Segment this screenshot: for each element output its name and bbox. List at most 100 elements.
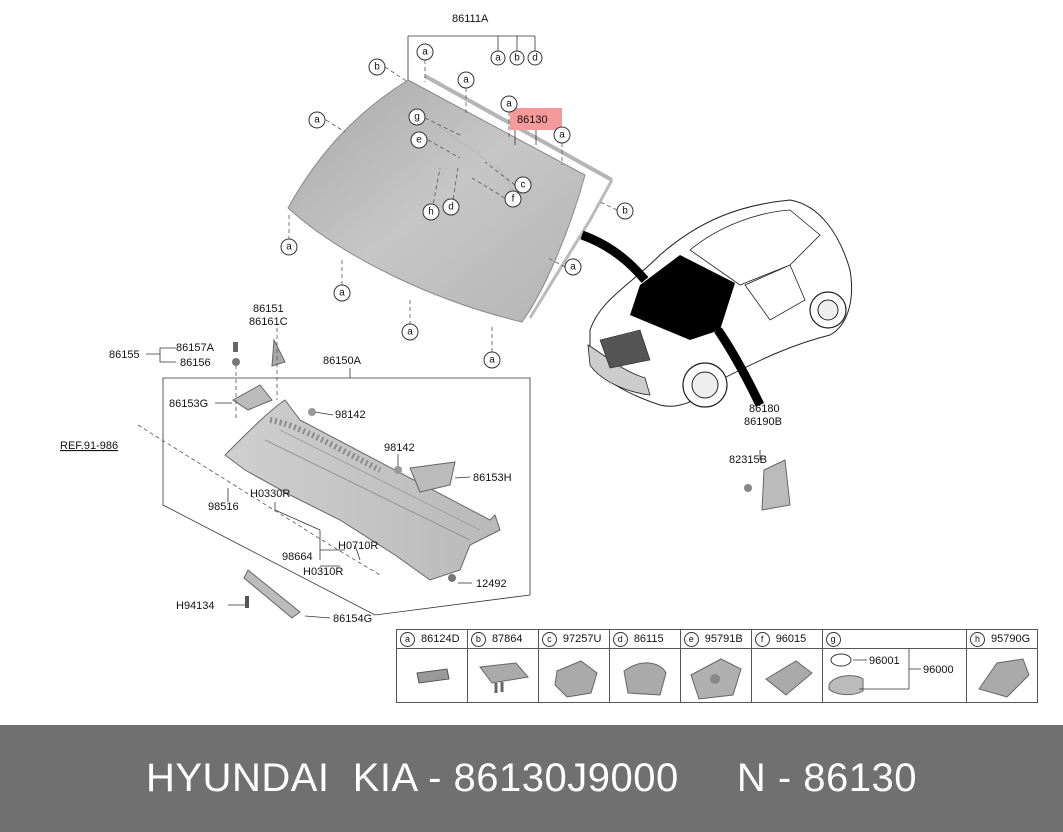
legend-part-number: 97257U [562, 633, 602, 645]
cover-95790G-icon [978, 658, 1030, 698]
svg-text:e: e [416, 135, 422, 146]
svg-text:a: a [463, 75, 469, 86]
reference-link[interactable]: REF.91-986 [60, 440, 118, 452]
legend-cell-e[interactable]: e 95791B [680, 630, 752, 702]
pad-96015-icon [764, 660, 813, 696]
car-windshield-highlight [630, 255, 735, 340]
callout-b: b [616, 202, 634, 220]
label-86156: 86156 [180, 357, 211, 369]
label-86130-group[interactable]: 86130 [510, 108, 562, 145]
windshield-glass [287, 74, 614, 323]
legend-part-number: 95791B [704, 633, 743, 645]
legend-cell-c[interactable]: c 97257U [538, 630, 610, 702]
windshield-leaders [288, 60, 618, 352]
clip-86124D-icon [416, 668, 450, 684]
car-illustration [580, 199, 853, 408]
callout-a: a [490, 50, 506, 66]
legend-cell-d[interactable]: d 86115 [609, 630, 681, 702]
callout-a: a [564, 258, 582, 276]
parts-diagram: 86111A 86130 a a b d b a a a [60, 13, 853, 625]
callout-a: a [401, 323, 419, 341]
legend-part-number: 86115 [633, 633, 664, 645]
legend-letter: f [754, 631, 770, 647]
label-86111A-group: 86111A [407, 13, 536, 80]
label-H0330R: H0330R [250, 488, 290, 500]
callout-d: d [442, 198, 460, 216]
label-86154G: 86154G [333, 613, 372, 625]
svg-text:b: b [514, 53, 520, 64]
bracket-86115-icon [623, 662, 667, 696]
svg-text:a: a [407, 327, 413, 338]
svg-text:a: a [489, 355, 495, 366]
cover-97257U-icon [554, 660, 598, 698]
svg-text:d: d [448, 202, 454, 213]
callout-a: a [308, 111, 326, 129]
svg-text:h: h [428, 207, 434, 218]
callout-a: a [416, 43, 434, 61]
svg-text:a: a [314, 115, 320, 126]
legend-letter: e [683, 631, 699, 647]
legend-cell-a[interactable]: a 86124D [397, 630, 468, 702]
svg-text:d: d [532, 53, 538, 64]
legend-sub-part: 96001 [869, 655, 900, 667]
callout-a: a [457, 71, 475, 89]
footer-banner: HYUNDAI KIA - 86130J9000 N - 86130 [0, 725, 1063, 832]
svg-text:b: b [622, 206, 628, 217]
svg-text:a: a [570, 262, 576, 273]
footer-part-number: HYUNDAI KIA - 86130J9000 N - 86130 [145, 756, 917, 800]
label-86155: 86155 [109, 349, 140, 361]
svg-text:a: a [339, 288, 345, 299]
callout-a: a [483, 351, 501, 369]
label-86151: 86151 [253, 303, 284, 315]
label-98142: 98142 [384, 442, 415, 454]
legend-cell-b[interactable]: b 87864 [467, 630, 539, 702]
sensor-96000-icon: 96001 96000 [828, 649, 953, 696]
callout-c: c [514, 176, 532, 194]
callout-a: a [553, 126, 571, 144]
callout-h: h [422, 203, 440, 221]
callout-f: f [504, 190, 522, 208]
svg-text:f: f [512, 194, 515, 205]
legend-cell-g[interactable]: g 96001 96000 [822, 630, 968, 702]
cowl-leaders [137, 328, 761, 619]
legend-part-number: 96015 [775, 633, 807, 645]
label-H0710R: H0710R [338, 540, 378, 552]
callout-a: a [280, 238, 298, 256]
callout-b: b [509, 50, 525, 66]
svg-text:b: b [374, 62, 380, 73]
label-86111A: 86111A [452, 13, 489, 25]
cowl-side-pieces [232, 338, 791, 619]
svg-text:a: a [559, 130, 565, 141]
callout-e: e [410, 131, 428, 149]
legend-letter: g [825, 631, 841, 647]
legend-part-number: 87864 [491, 633, 523, 645]
callouts-windshield: a a b d b a a a a g e c f d h b a a a a … [280, 43, 634, 369]
spacer-87864-icon [479, 662, 529, 693]
label-98516: 98516 [208, 501, 239, 513]
label-H0310R: H0310R [303, 566, 343, 578]
legend-cell-f[interactable]: f 96015 [751, 630, 823, 702]
label-86150A: 86150A [323, 355, 362, 367]
callout-g: g [408, 108, 426, 126]
svg-text:c: c [521, 180, 526, 191]
label-86157A: 86157A [176, 342, 215, 354]
legend-letter: d [612, 631, 628, 647]
label-86161C: 86161C [249, 316, 288, 328]
svg-text:a: a [286, 242, 292, 253]
callout-a: a [333, 284, 351, 302]
bracket-95791B-icon [690, 658, 742, 700]
cowl-assembly-frame: 86150A [162, 355, 531, 616]
legend-letter: a [400, 631, 415, 647]
legend-letter: b [470, 631, 486, 647]
callout-a: a [500, 95, 518, 113]
svg-text:a: a [422, 47, 428, 58]
cowl-labels: 86151 86161C 86155 86157A 86156 86153G 9… [60, 303, 782, 625]
label-86190B: 86190B [744, 416, 782, 428]
legend-letter: c [541, 631, 557, 647]
legend-part-number: 86124D [421, 633, 460, 645]
highlight-box [510, 108, 562, 130]
legend-letter: h [970, 631, 986, 647]
svg-text:g: g [414, 112, 420, 123]
